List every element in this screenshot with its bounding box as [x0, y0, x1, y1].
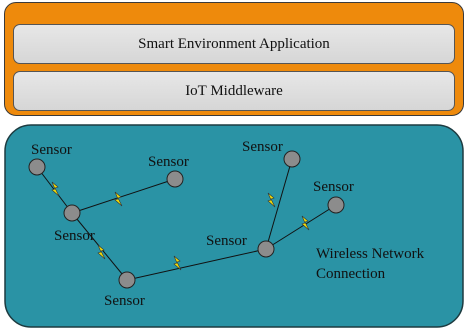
middleware-layer-label: IoT Middleware	[185, 82, 283, 99]
application-layer: Smart Environment Application	[13, 24, 455, 64]
network-link	[126, 248, 267, 281]
middleware-layer: IoT Middleware	[13, 71, 455, 111]
network-link	[71, 178, 176, 214]
sensor-label: Sensor	[104, 293, 145, 309]
sensor-node	[118, 271, 136, 289]
sensor-node	[28, 158, 46, 176]
sensor-label: Sensor	[31, 142, 72, 158]
wireless-connection-label-line1: Wireless Network	[316, 246, 425, 262]
wireless-connection-label-line2: Connection	[316, 266, 386, 282]
sensor-label: Sensor	[313, 179, 354, 195]
sensor-label: Sensor	[242, 139, 283, 155]
sensor-node	[257, 240, 275, 258]
network-link	[265, 204, 337, 250]
sensor-label: Sensor	[54, 228, 95, 244]
application-layer-label: Smart Environment Application	[138, 35, 330, 52]
sensor-node	[283, 150, 301, 168]
sensor-node	[166, 170, 184, 188]
wireless-network-area	[4, 124, 464, 328]
sensor-node	[63, 204, 81, 222]
network-link	[265, 158, 293, 250]
sensor-label: Sensor	[148, 154, 189, 170]
sensor-label: Sensor	[206, 233, 247, 249]
sensor-node	[327, 196, 345, 214]
